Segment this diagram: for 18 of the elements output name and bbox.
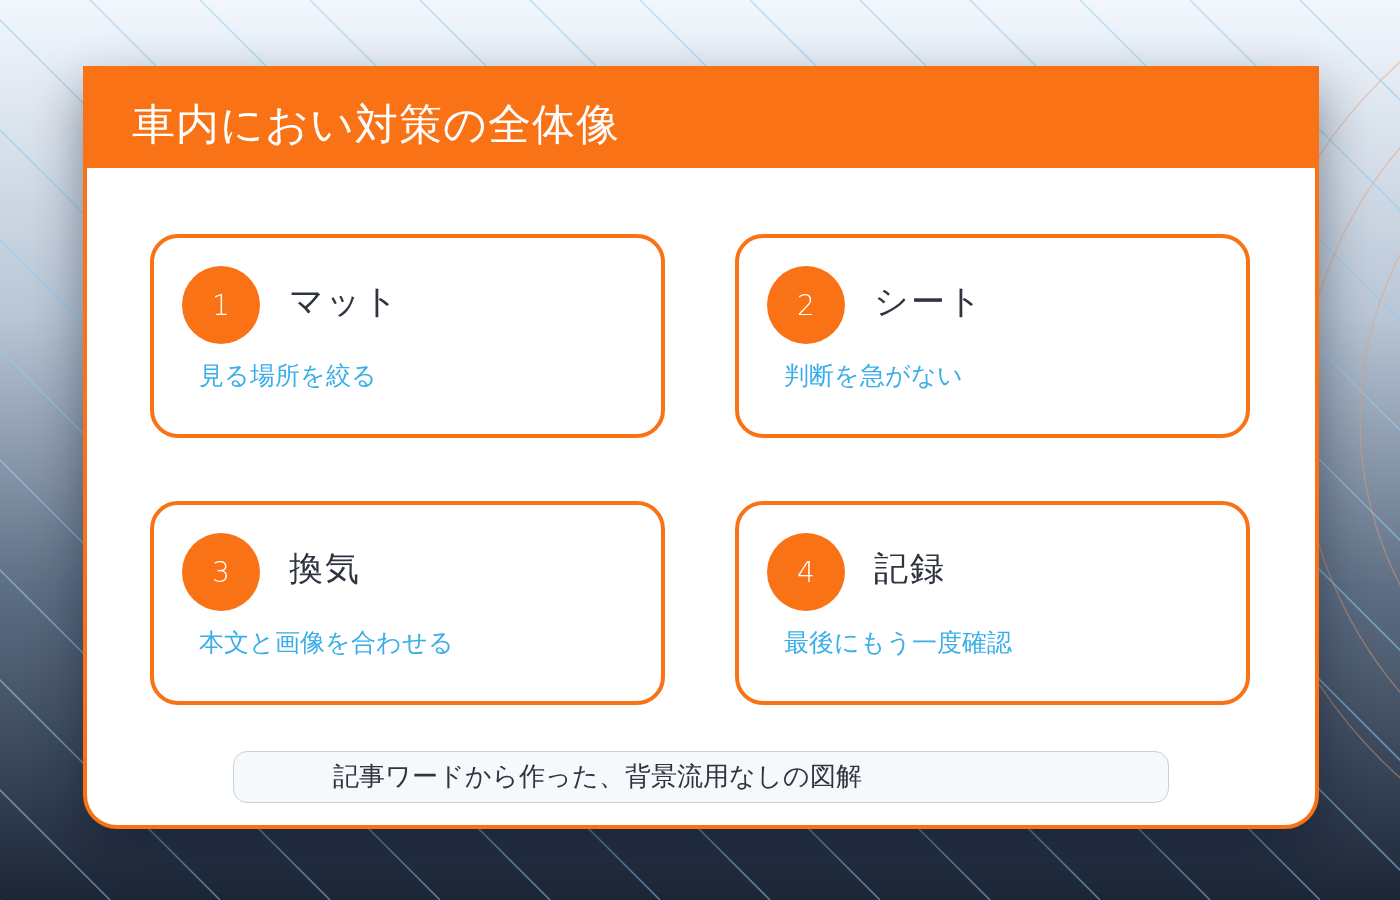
step-card [150, 501, 665, 705]
step-heading: 記録 [874, 547, 946, 589]
step-number-circle: 1 [182, 266, 260, 344]
step-card [735, 234, 1250, 438]
step-card [735, 501, 1250, 705]
step-number-circle: 2 [767, 266, 845, 344]
step-description: 最後にもう一度確認 [784, 627, 1012, 659]
diagram-title: 車内におい対策の全体像 [132, 98, 620, 151]
caption-note: 記事ワードから作った、背景流用なしの図解 [233, 751, 1169, 803]
step-card [150, 234, 665, 438]
step-heading: 換気 [289, 547, 361, 589]
step-description: 本文と画像を合わせる [199, 627, 454, 659]
step-description: 判断を急がない [784, 360, 963, 392]
step-heading: マット [289, 280, 400, 322]
step-number-circle: 3 [182, 533, 260, 611]
step-description: 見る場所を絞る [199, 360, 377, 392]
step-heading: シート [874, 280, 984, 322]
step-number-circle: 4 [767, 533, 845, 611]
